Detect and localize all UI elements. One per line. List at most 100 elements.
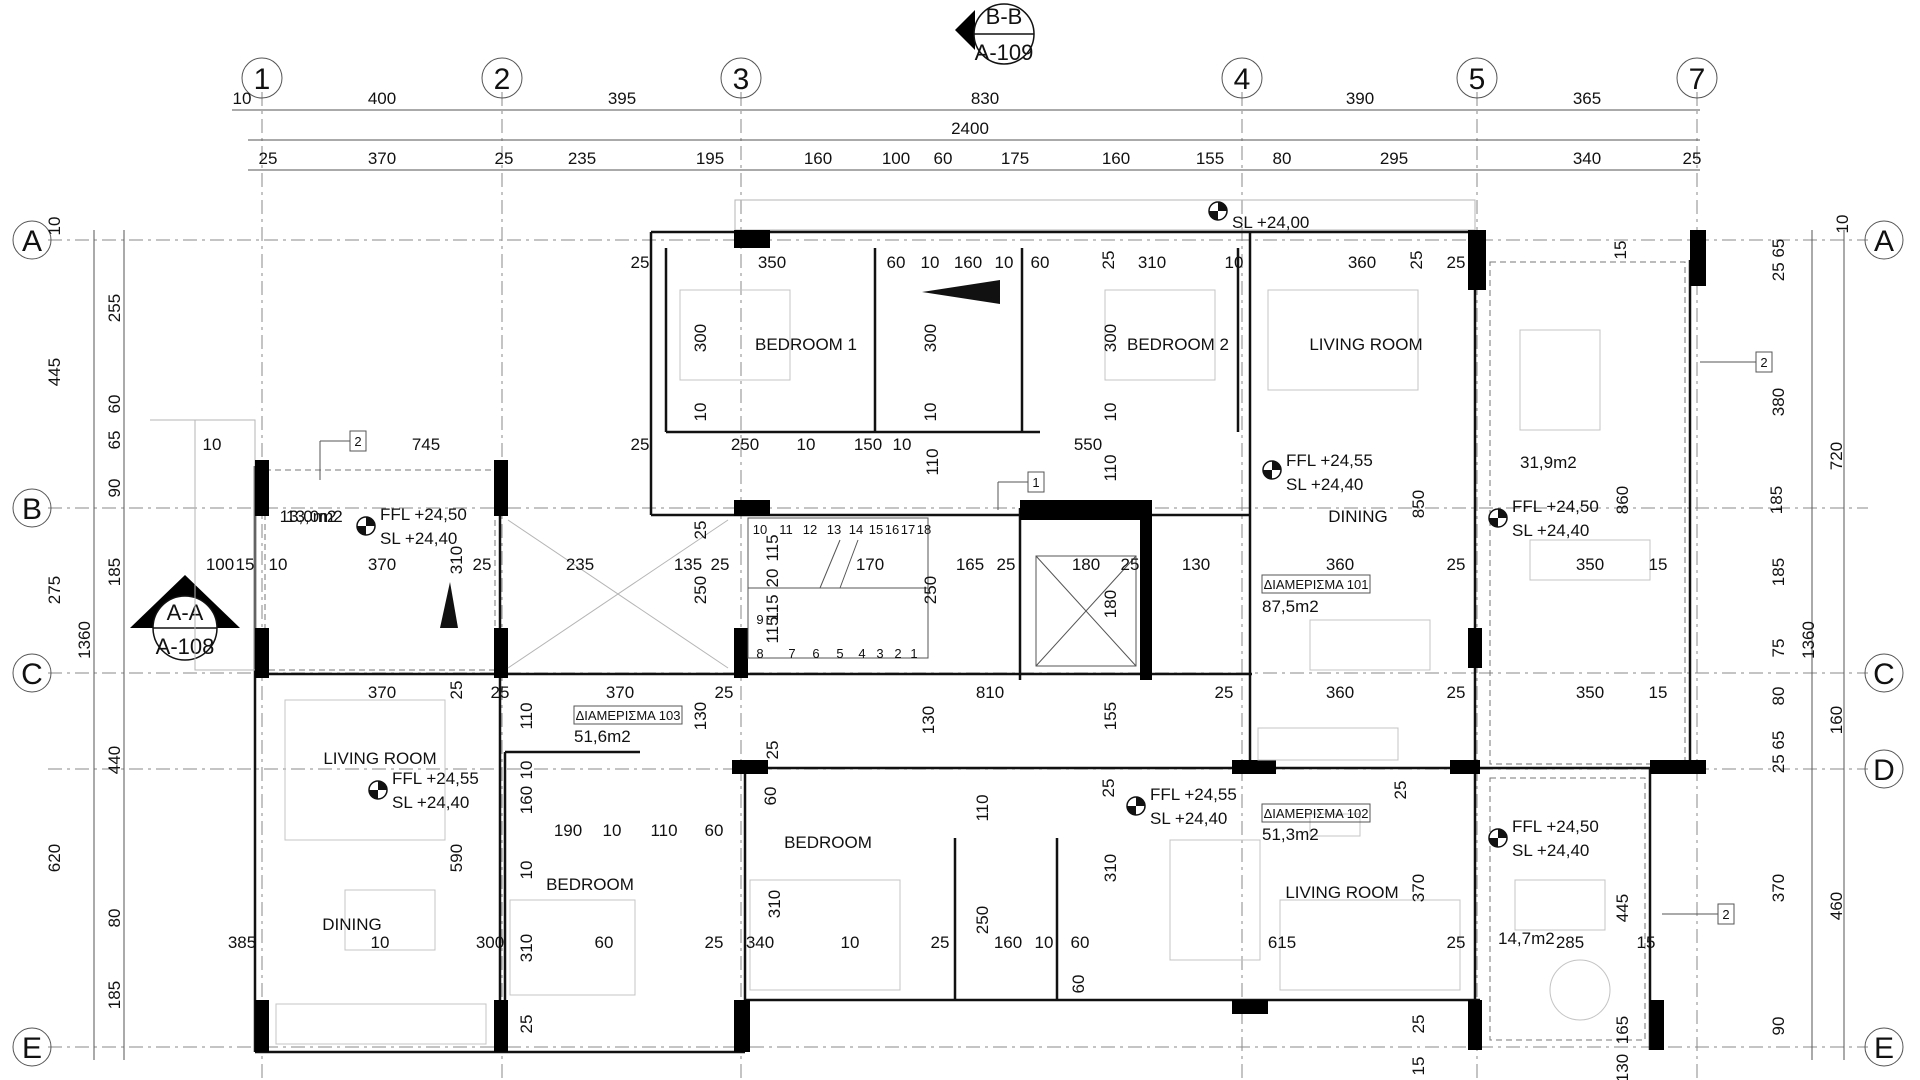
- svg-text:25: 25: [259, 149, 278, 168]
- svg-text:10: 10: [921, 403, 940, 422]
- svg-text:235: 235: [568, 149, 596, 168]
- svg-text:185: 185: [1769, 558, 1788, 586]
- svg-text:SL +24,40: SL +24,40: [1512, 841, 1589, 860]
- svg-text:300: 300: [476, 933, 504, 952]
- svg-text:A-108: A-108: [156, 634, 215, 659]
- svg-text:1360: 1360: [75, 621, 94, 659]
- grid-bubble-b-left: B: [12, 488, 52, 528]
- svg-text:190: 190: [554, 821, 582, 840]
- svg-text:25: 25: [931, 933, 950, 952]
- svg-text:115: 115: [763, 534, 782, 561]
- svg-text:165: 165: [1613, 1016, 1632, 1044]
- svg-text:25: 25: [691, 521, 710, 540]
- svg-text:4: 4: [1234, 63, 1251, 96]
- svg-text:SL +24,40: SL +24,40: [392, 793, 469, 812]
- level-symbol-balcony-se: FFL +24,50 SL +24,40: [1488, 817, 1599, 860]
- structural-columns: [255, 230, 1706, 1052]
- svg-text:15: 15: [1649, 683, 1668, 702]
- svg-text:250: 250: [691, 576, 710, 604]
- room-bedroom-1: BEDROOM 1: [755, 335, 857, 354]
- svg-text:13,0m2: 13,0m2: [286, 507, 343, 526]
- svg-text:2: 2: [1722, 907, 1729, 922]
- svg-text:25: 25: [491, 683, 510, 702]
- svg-text:10: 10: [603, 821, 622, 840]
- svg-text:170: 170: [856, 555, 884, 574]
- svg-text:110: 110: [650, 821, 677, 840]
- svg-text:150: 150: [854, 435, 882, 454]
- svg-text:11: 11: [779, 522, 793, 537]
- svg-text:7: 7: [788, 646, 795, 661]
- svg-text:25: 25: [447, 681, 466, 700]
- svg-text:25: 25: [1447, 683, 1466, 702]
- svg-text:13: 13: [827, 522, 841, 537]
- svg-text:25: 25: [1447, 555, 1466, 574]
- svg-text:720: 720: [1827, 442, 1846, 470]
- furniture: [275, 289, 1651, 1045]
- svg-text:445: 445: [45, 358, 64, 386]
- lift-shaft: [1035, 555, 1137, 667]
- svg-text:160: 160: [1827, 706, 1846, 734]
- svg-text:3: 3: [876, 646, 883, 661]
- level-markers: SL +24,00 FFL +24,55 SL +24,40 FFL +24,5…: [286, 201, 1599, 860]
- svg-text:745: 745: [412, 435, 440, 454]
- svg-text:10: 10: [797, 435, 816, 454]
- svg-text:25: 25: [1447, 933, 1466, 952]
- svg-text:10: 10: [841, 933, 860, 952]
- svg-text:10: 10: [517, 861, 536, 880]
- svg-text:25: 25: [1409, 1015, 1428, 1034]
- column-bubbles: 1 2 3 4 5 7: [241, 57, 1718, 99]
- svg-text:300: 300: [691, 324, 710, 352]
- svg-text:440: 440: [105, 746, 124, 774]
- svg-text:25: 25: [473, 555, 492, 574]
- svg-text:FFL +24,55: FFL +24,55: [1286, 451, 1373, 470]
- svg-text:175: 175: [1001, 149, 1029, 168]
- svg-text:110: 110: [923, 448, 942, 475]
- svg-text:12: 12: [803, 522, 817, 537]
- svg-text:25: 25: [715, 683, 734, 702]
- svg-text:250: 250: [973, 906, 992, 934]
- svg-text:25: 25: [997, 555, 1016, 574]
- svg-text:250: 250: [731, 435, 759, 454]
- svg-text:A: A: [1874, 225, 1894, 258]
- svg-text:SL +24,40: SL +24,40: [380, 529, 457, 548]
- room-bedroom-102: BEDROOM: [784, 833, 872, 852]
- svg-text:340: 340: [746, 933, 774, 952]
- svg-text:810: 810: [976, 683, 1004, 702]
- svg-text:300: 300: [921, 324, 940, 352]
- svg-text:25: 25: [763, 741, 782, 760]
- svg-text:135: 135: [674, 555, 702, 574]
- svg-text:370: 370: [606, 683, 634, 702]
- grid-bubble-a-right: A: [1864, 220, 1904, 260]
- svg-text:250: 250: [921, 576, 940, 604]
- svg-text:185: 185: [105, 558, 124, 586]
- callout-2-east-bottom: 2: [1662, 903, 1735, 925]
- svg-text:385: 385: [228, 933, 256, 952]
- interior-dimensions: 25 350 60 10 160 10 60 25 310 10 360 25 …: [203, 241, 1786, 1080]
- direction-arrows: [440, 280, 1000, 628]
- level-symbol-103: FFL +24,55 SL +24,40: [368, 769, 479, 812]
- svg-text:195: 195: [696, 149, 724, 168]
- balcony-area-se: 14,7m2: [1498, 929, 1555, 948]
- svg-text:340: 340: [1573, 149, 1601, 168]
- balcony-areas: 13,0m2 31,9m2 14,7m2: [1498, 453, 1577, 948]
- svg-text:160: 160: [1102, 149, 1130, 168]
- grid-bubble-3: 3: [720, 57, 762, 99]
- svg-text:4: 4: [858, 646, 865, 661]
- svg-text:615: 615: [1268, 933, 1296, 952]
- svg-text:1360: 1360: [1799, 621, 1818, 659]
- svg-text:80: 80: [1769, 687, 1788, 706]
- svg-text:360: 360: [1326, 555, 1354, 574]
- svg-text:255: 255: [105, 294, 124, 322]
- callout-1-core: 1: [997, 471, 1045, 510]
- grid-axes: [48, 92, 1868, 1080]
- svg-text:235: 235: [566, 555, 594, 574]
- svg-text:FFL +24,50: FFL +24,50: [1512, 497, 1599, 516]
- section-marker-a-a: A-A A-108: [130, 575, 240, 661]
- svg-text:115: 115: [763, 616, 782, 643]
- svg-text:2: 2: [354, 434, 361, 449]
- room-labels: BEDROOM 1 BEDROOM 2 LIVING ROOM DINING L…: [322, 335, 1422, 934]
- svg-text:360: 360: [1326, 683, 1354, 702]
- svg-text:B: B: [22, 493, 42, 526]
- level-symbol-top: SL +24,00: [1208, 201, 1309, 232]
- svg-text:90: 90: [105, 479, 124, 498]
